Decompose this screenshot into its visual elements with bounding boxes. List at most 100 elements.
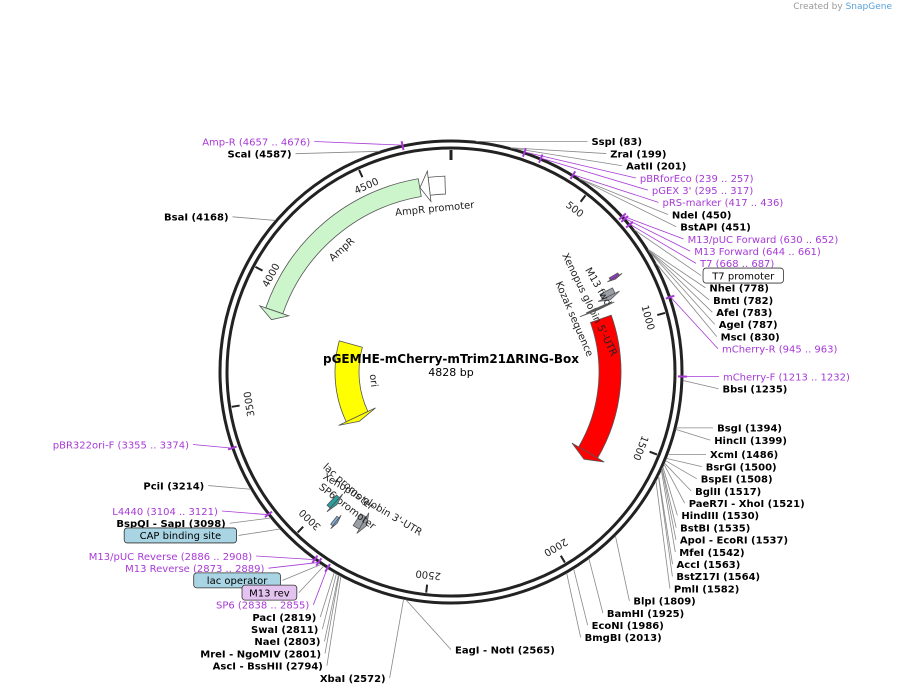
lead-line xyxy=(566,573,582,638)
label-sspi: SspI (83) xyxy=(591,137,642,148)
primer-mark xyxy=(315,557,323,567)
label-bsai: BsaI (4168) xyxy=(164,213,229,224)
label-sp6: SP6 (2838 .. 2855) xyxy=(216,601,309,612)
feature-arrowhead xyxy=(419,169,432,203)
lead-line xyxy=(658,475,673,565)
primer-mark xyxy=(522,147,527,158)
lead-line xyxy=(314,141,403,146)
label-m13-puc-forward: M13/pUC Forward (630 .. 652) xyxy=(688,235,839,246)
label-bmti: BmtI (782) xyxy=(713,296,773,307)
lead-line xyxy=(324,575,340,654)
feature-arrowhead xyxy=(579,301,615,318)
label-m13-reverse: M13 Reverse (2873 .. 2889) xyxy=(125,564,264,575)
lead-line xyxy=(662,466,678,516)
tick-label: 500 xyxy=(563,200,585,220)
lead-line xyxy=(664,462,692,492)
label-agei: AgeI (787) xyxy=(719,320,778,331)
lead-line xyxy=(312,568,328,605)
lead-line xyxy=(675,428,711,441)
feature-arrowhead xyxy=(330,514,342,529)
primer-mark xyxy=(400,141,405,151)
lead-line xyxy=(682,380,719,390)
map-title: pGEMHE-mCherry-mTrim21ΔRING-Box xyxy=(323,352,579,366)
lead-line xyxy=(192,444,232,449)
lead-line xyxy=(232,216,276,221)
label-lac-operator: lac operator xyxy=(207,576,268,587)
lead-line xyxy=(648,249,710,301)
lead-line xyxy=(221,510,269,516)
lead-line xyxy=(647,248,706,289)
lead-line xyxy=(655,262,717,337)
label-blpi: BlpI (1809) xyxy=(633,597,695,608)
snapgene-credit: Created by SnapGene xyxy=(793,2,892,12)
lead-line xyxy=(655,480,671,589)
lead-line xyxy=(405,599,452,650)
feature-arrowhead xyxy=(258,304,291,321)
tick-label: 1000 xyxy=(638,304,655,331)
lead-line xyxy=(298,565,325,593)
label-afei: AfeI (783) xyxy=(716,308,772,319)
lead-line xyxy=(624,218,691,252)
feature-arrowhead xyxy=(597,290,620,302)
label-l4440: L4440 (3104 .. 3121) xyxy=(112,507,218,518)
primer-mark xyxy=(324,563,331,573)
lead-line xyxy=(579,178,669,215)
lead-line xyxy=(540,157,648,191)
feature-arrowhead xyxy=(338,407,376,426)
tick-label: 2500 xyxy=(415,567,442,581)
label-mfei: MfeI (1542) xyxy=(679,548,744,559)
lead-line xyxy=(665,460,698,480)
site-label-layer: SspI (83)ZraI (199)AatII (201)pBRforEco … xyxy=(53,137,850,685)
lead-line xyxy=(661,468,677,540)
lead-line xyxy=(622,215,684,240)
box-m13-rev xyxy=(241,584,298,601)
label-bstapi: BstAPI (451) xyxy=(680,223,751,234)
tick-mark xyxy=(559,555,566,564)
label-bmgbi: BmgBI (2013) xyxy=(585,633,662,644)
lead-line xyxy=(663,464,686,504)
feature-arrowhead xyxy=(356,512,370,534)
lead-line xyxy=(648,250,713,313)
label-xcmi: XcmI (1486) xyxy=(710,450,778,461)
lead-line xyxy=(319,572,335,618)
lead-line xyxy=(573,174,659,203)
feature-xenopus-globin-3-utr xyxy=(352,513,367,530)
credit-brand: SnapGene xyxy=(845,2,892,12)
tick-mark xyxy=(657,311,666,317)
tick-mark xyxy=(579,194,587,203)
label-acci: AccI (1563) xyxy=(677,560,741,571)
feature-label: ori xyxy=(367,374,379,388)
tick-mark xyxy=(231,404,240,408)
backbone-inner xyxy=(225,146,677,598)
lead-line xyxy=(648,251,716,325)
label-bglii: BglII (1517) xyxy=(695,487,761,498)
label-swai: SwaI (2811) xyxy=(251,625,318,636)
feature-arrowhead xyxy=(571,442,605,463)
lead-line xyxy=(524,151,636,179)
label-mcherry-f: mCherry-F (1213 .. 1232) xyxy=(723,372,850,383)
lead-line xyxy=(208,485,251,490)
lead-line xyxy=(389,599,405,679)
label-bsgi: BsgI (1394) xyxy=(717,424,782,435)
lead-line xyxy=(614,535,630,601)
label-t7: T7 (668 .. 687) xyxy=(699,259,774,270)
lead-line xyxy=(629,224,697,264)
label-scai: ScaI (4587) xyxy=(228,149,292,160)
feature-arrowhead xyxy=(607,273,623,283)
label-naei: NaeI (2803) xyxy=(254,637,320,648)
lead-line xyxy=(238,528,281,536)
label-xbai: XbaI (2572) xyxy=(320,674,386,685)
feature-ampr xyxy=(265,178,422,315)
lead-line xyxy=(634,229,702,276)
primer-mark xyxy=(620,215,629,223)
lead-line xyxy=(658,475,673,577)
tick-label: 1500 xyxy=(630,434,650,462)
label-cap-binding-site: CAP binding site xyxy=(140,531,222,542)
lead-line xyxy=(661,467,677,528)
label-hincii: HincII (1399) xyxy=(714,436,787,447)
tick-mark xyxy=(296,526,304,534)
primer-mark xyxy=(264,510,273,518)
lead-line xyxy=(579,178,677,228)
label-apoi-ecori: ApoI - EcoRI (1537) xyxy=(680,536,788,547)
feature-ampr-promoter xyxy=(427,175,446,196)
